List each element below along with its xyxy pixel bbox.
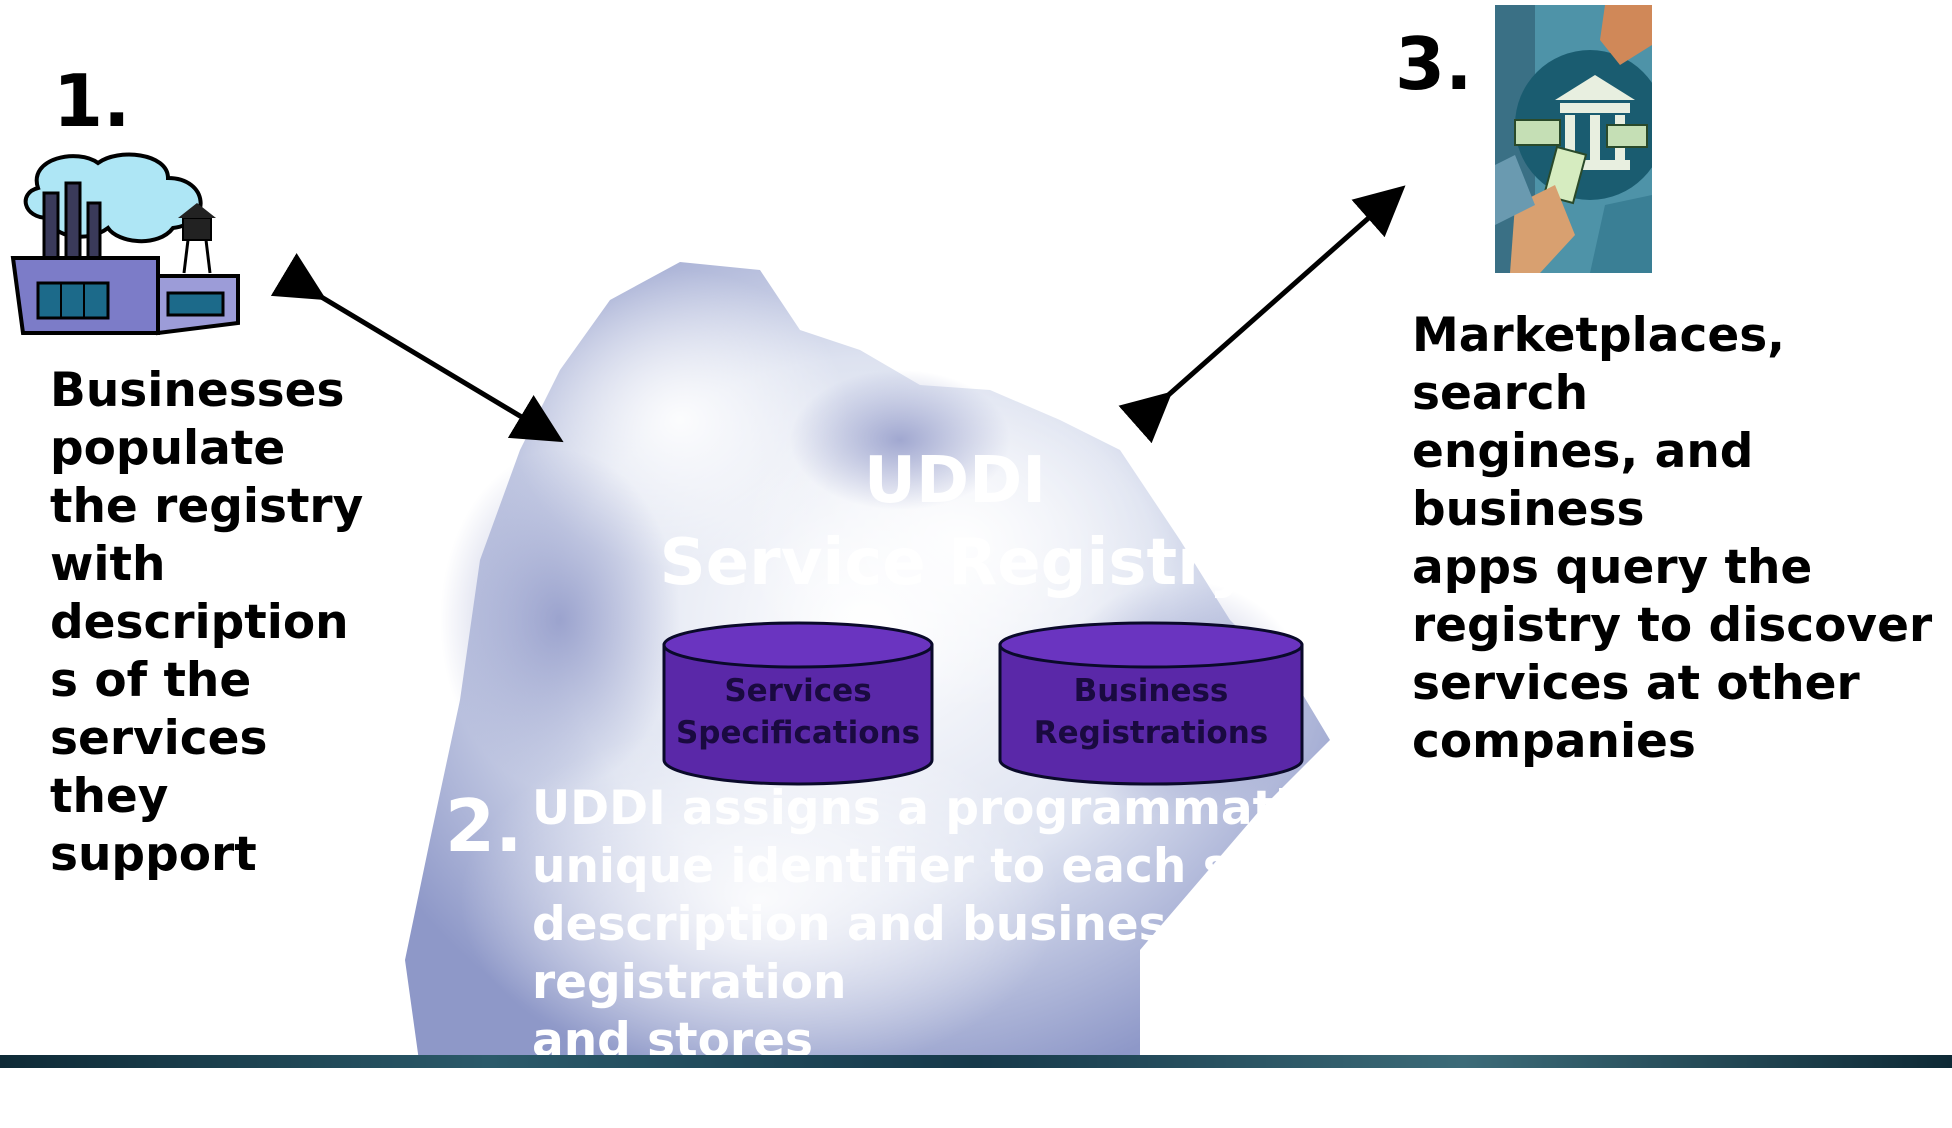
db-label-line: Services	[724, 673, 872, 709]
text-line: description and business registration	[532, 897, 1195, 1010]
registry-title-line-2: Service Registry	[659, 526, 1251, 600]
step-3-description: Marketplaces, search engines, and busine…	[1412, 307, 1952, 771]
arrow-registry-marketplace	[1118, 185, 1406, 444]
db-label-line: Business	[1073, 673, 1229, 709]
bottom-decorative-band	[0, 1055, 1952, 1068]
factory-icon	[10, 152, 240, 336]
database-label-services: Services Specifications	[661, 670, 935, 754]
arrows-layer	[270, 185, 1406, 444]
db-label-line: Specifications	[675, 715, 921, 751]
text-line: they	[50, 769, 169, 824]
step-3-number: 3.	[1395, 22, 1473, 106]
text-line: Businesses	[50, 363, 345, 418]
database-business-registrations	[998, 621, 1304, 786]
text-line: apps query the	[1412, 540, 1813, 595]
text-line: companies	[1412, 714, 1696, 769]
db-label-line: Registrations	[1033, 715, 1269, 751]
database-label-business: Business Registrations	[997, 670, 1305, 754]
arrow-business-registry	[270, 252, 564, 443]
registry-title: UDDI Service Registry	[640, 440, 1270, 604]
marketplace-icon	[1495, 5, 1652, 273]
text-line: populate	[50, 421, 286, 476]
text-line: them an Internet registry	[532, 1071, 1209, 1126]
text-line: s of the	[50, 653, 252, 708]
step-1-description: Businesses populate the registry with de…	[50, 362, 380, 884]
step-2-description: UDDI assigns a programmatically unique i…	[532, 780, 1452, 1128]
text-line: services at other	[1412, 656, 1860, 711]
registry-title-line-1: UDDI	[863, 444, 1047, 518]
text-line: registry to discover	[1412, 598, 1933, 653]
text-line: UDDI assigns a programmatically	[532, 781, 1414, 836]
text-line: engines, and business	[1412, 424, 1754, 537]
database-services-specifications	[662, 621, 934, 786]
text-line: the registry	[50, 479, 364, 534]
text-line: description	[50, 595, 349, 650]
text-line: Marketplaces, search	[1412, 308, 1786, 421]
step-2-number: 2.	[445, 784, 523, 868]
text-line: support	[50, 827, 257, 882]
text-line: with	[50, 537, 166, 592]
step-1-number: 1.	[53, 59, 131, 143]
text-line: unique identifier to each service	[532, 839, 1393, 894]
text-line: services	[50, 711, 268, 766]
